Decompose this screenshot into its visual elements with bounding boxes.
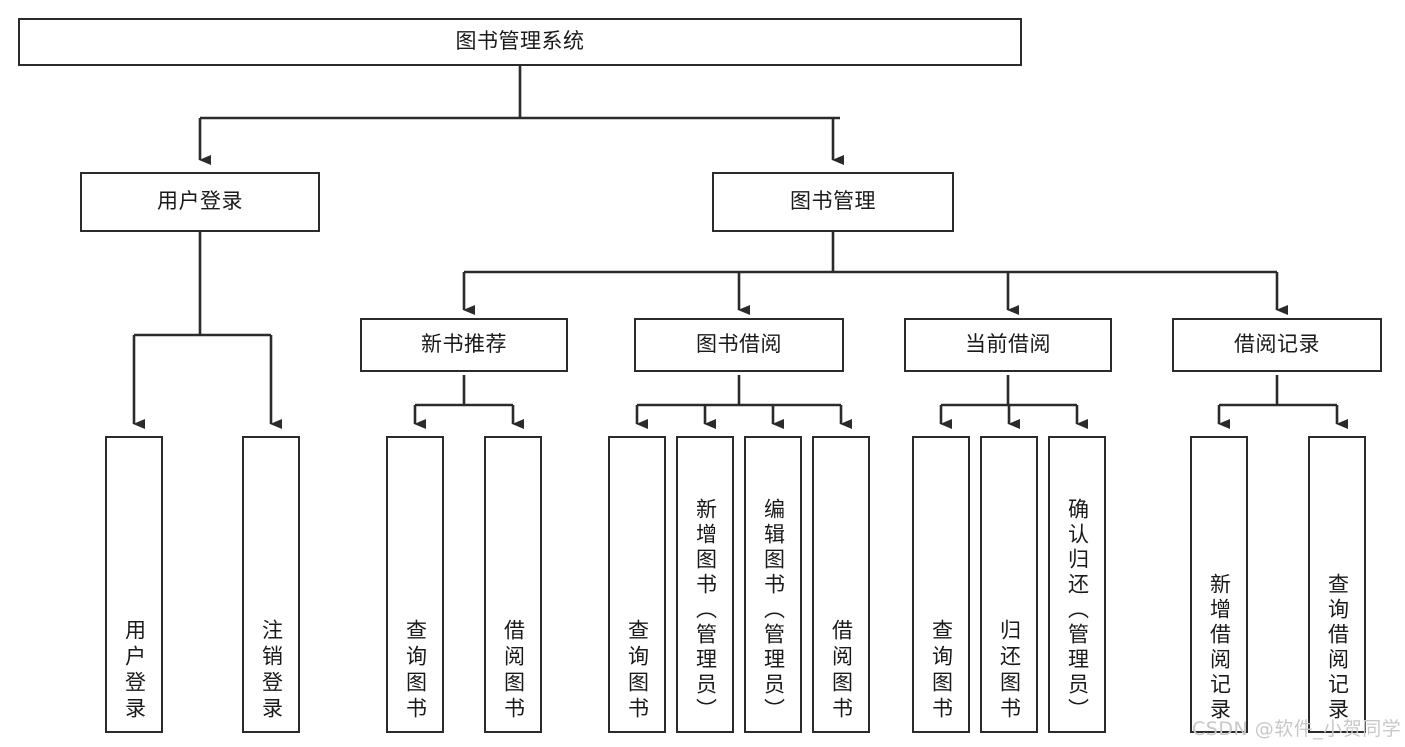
node-label: 新增图书（管理员） xyxy=(693,498,718,723)
node-label: 新增借阅记录 xyxy=(1207,573,1232,723)
node-label: 新书推荐 xyxy=(421,332,507,357)
node-label: 借阅图书 xyxy=(501,619,526,723)
node-leaf-add-borrow-record[interactable]: 新增借阅记录 xyxy=(1190,436,1248,733)
node-book-borrow[interactable]: 图书借阅 xyxy=(634,318,844,372)
node-label: 图书管理系统 xyxy=(455,29,585,54)
node-root-book-management-system[interactable]: 图书管理系统 xyxy=(18,18,1022,66)
node-label: 借阅图书 xyxy=(829,619,854,723)
node-label: 当前借阅 xyxy=(965,332,1051,357)
node-leaf-borrow-book[interactable]: 借阅图书 xyxy=(812,436,870,733)
node-leaf-query-book-current[interactable]: 查询图书 xyxy=(912,436,970,733)
node-label: 确认归还（管理员） xyxy=(1065,498,1090,723)
csdn-watermark: CSDN @软件_小贺同学 xyxy=(1192,718,1402,740)
node-user-login[interactable]: 用户登录 xyxy=(80,172,320,232)
node-leaf-query-book-borrow[interactable]: 查询图书 xyxy=(608,436,666,733)
node-label: 用户登录 xyxy=(122,619,147,723)
node-current-borrow[interactable]: 当前借阅 xyxy=(904,318,1112,372)
node-label: 借阅记录 xyxy=(1234,332,1320,357)
node-label: 查询图书 xyxy=(929,619,954,723)
node-label: 查询借阅记录 xyxy=(1325,573,1350,723)
node-label: 归还图书 xyxy=(997,619,1022,723)
node-leaf-add-book-admin[interactable]: 新增图书（管理员） xyxy=(676,436,734,733)
node-label: 查询图书 xyxy=(625,619,650,723)
node-label: 用户登录 xyxy=(157,189,243,214)
node-borrow-record[interactable]: 借阅记录 xyxy=(1172,318,1382,372)
node-leaf-return-book[interactable]: 归还图书 xyxy=(980,436,1038,733)
node-label: 图书管理 xyxy=(790,189,876,214)
node-leaf-confirm-return-admin[interactable]: 确认归还（管理员） xyxy=(1048,436,1106,733)
node-label: 图书借阅 xyxy=(696,332,782,357)
node-label: 编辑图书（管理员） xyxy=(761,498,786,723)
node-leaf-query-book-recommend[interactable]: 查询图书 xyxy=(386,436,444,733)
node-label: 查询图书 xyxy=(403,619,428,723)
node-leaf-user-login[interactable]: 用户登录 xyxy=(105,436,163,733)
node-leaf-edit-book-admin[interactable]: 编辑图书（管理员） xyxy=(744,436,802,733)
node-leaf-borrow-book-recommend[interactable]: 借阅图书 xyxy=(484,436,542,733)
node-new-book-recommend[interactable]: 新书推荐 xyxy=(360,318,568,372)
node-leaf-query-borrow-record[interactable]: 查询借阅记录 xyxy=(1308,436,1366,733)
node-label: 注销登录 xyxy=(259,619,284,723)
node-book-management[interactable]: 图书管理 xyxy=(712,172,954,232)
node-leaf-user-logout[interactable]: 注销登录 xyxy=(242,436,300,733)
